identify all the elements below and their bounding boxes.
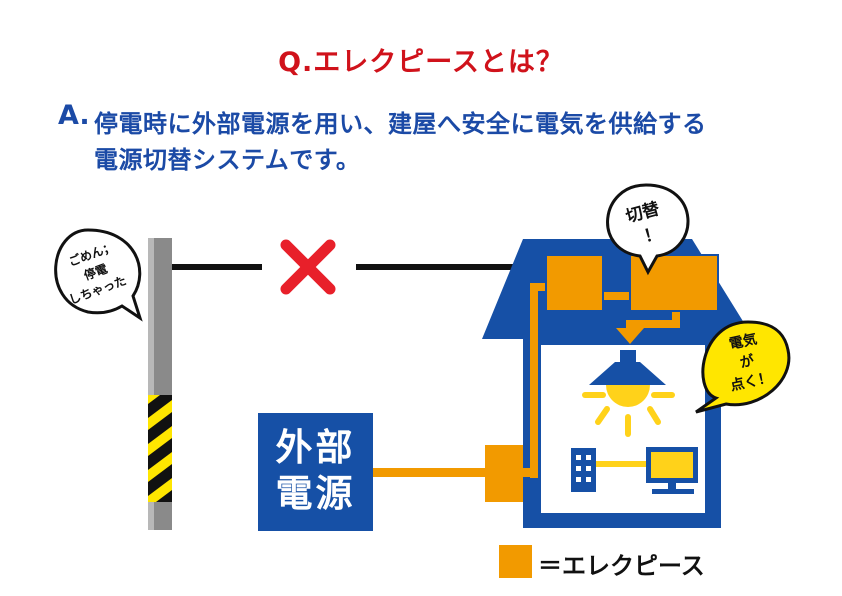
utility-pole — [148, 238, 172, 530]
external-source-line-1: 外部 — [275, 426, 356, 469]
light-speech-bubble: 電気 が 点く！ — [695, 320, 791, 414]
answer-line-2: 電源切替システムです。 — [94, 146, 361, 174]
monitor-icon — [646, 447, 698, 494]
light-bulb-icon — [582, 350, 675, 437]
elecpiece-wiring — [373, 283, 680, 478]
legend-swatch — [499, 545, 532, 578]
switch-bubble-line-2: ！ — [642, 223, 664, 247]
external-source-line-2: 電源 — [275, 472, 356, 515]
pole-speech-bubble: ごめん； 停電 しちゃった — [54, 228, 143, 322]
answer-label: A. — [58, 100, 90, 131]
light-bubble-line-1: 電気 — [728, 330, 759, 352]
legend-label: ＝エレクピース — [538, 552, 705, 580]
cross-icon — [277, 236, 339, 298]
light-bubble-line-2: が — [738, 352, 756, 372]
server-icon — [571, 448, 596, 492]
external-power-source: 外部 電源 — [258, 413, 373, 531]
question-title: Q.エレクピースとは？ — [278, 47, 564, 78]
answer-line-1: 停電時に外部電源を用い、建屋へ安全に電気を供給する — [94, 110, 707, 138]
input-box — [485, 445, 523, 502]
switch-box-left — [545, 254, 604, 312]
switch-speech-bubble: 切替 ！ — [606, 183, 690, 276]
